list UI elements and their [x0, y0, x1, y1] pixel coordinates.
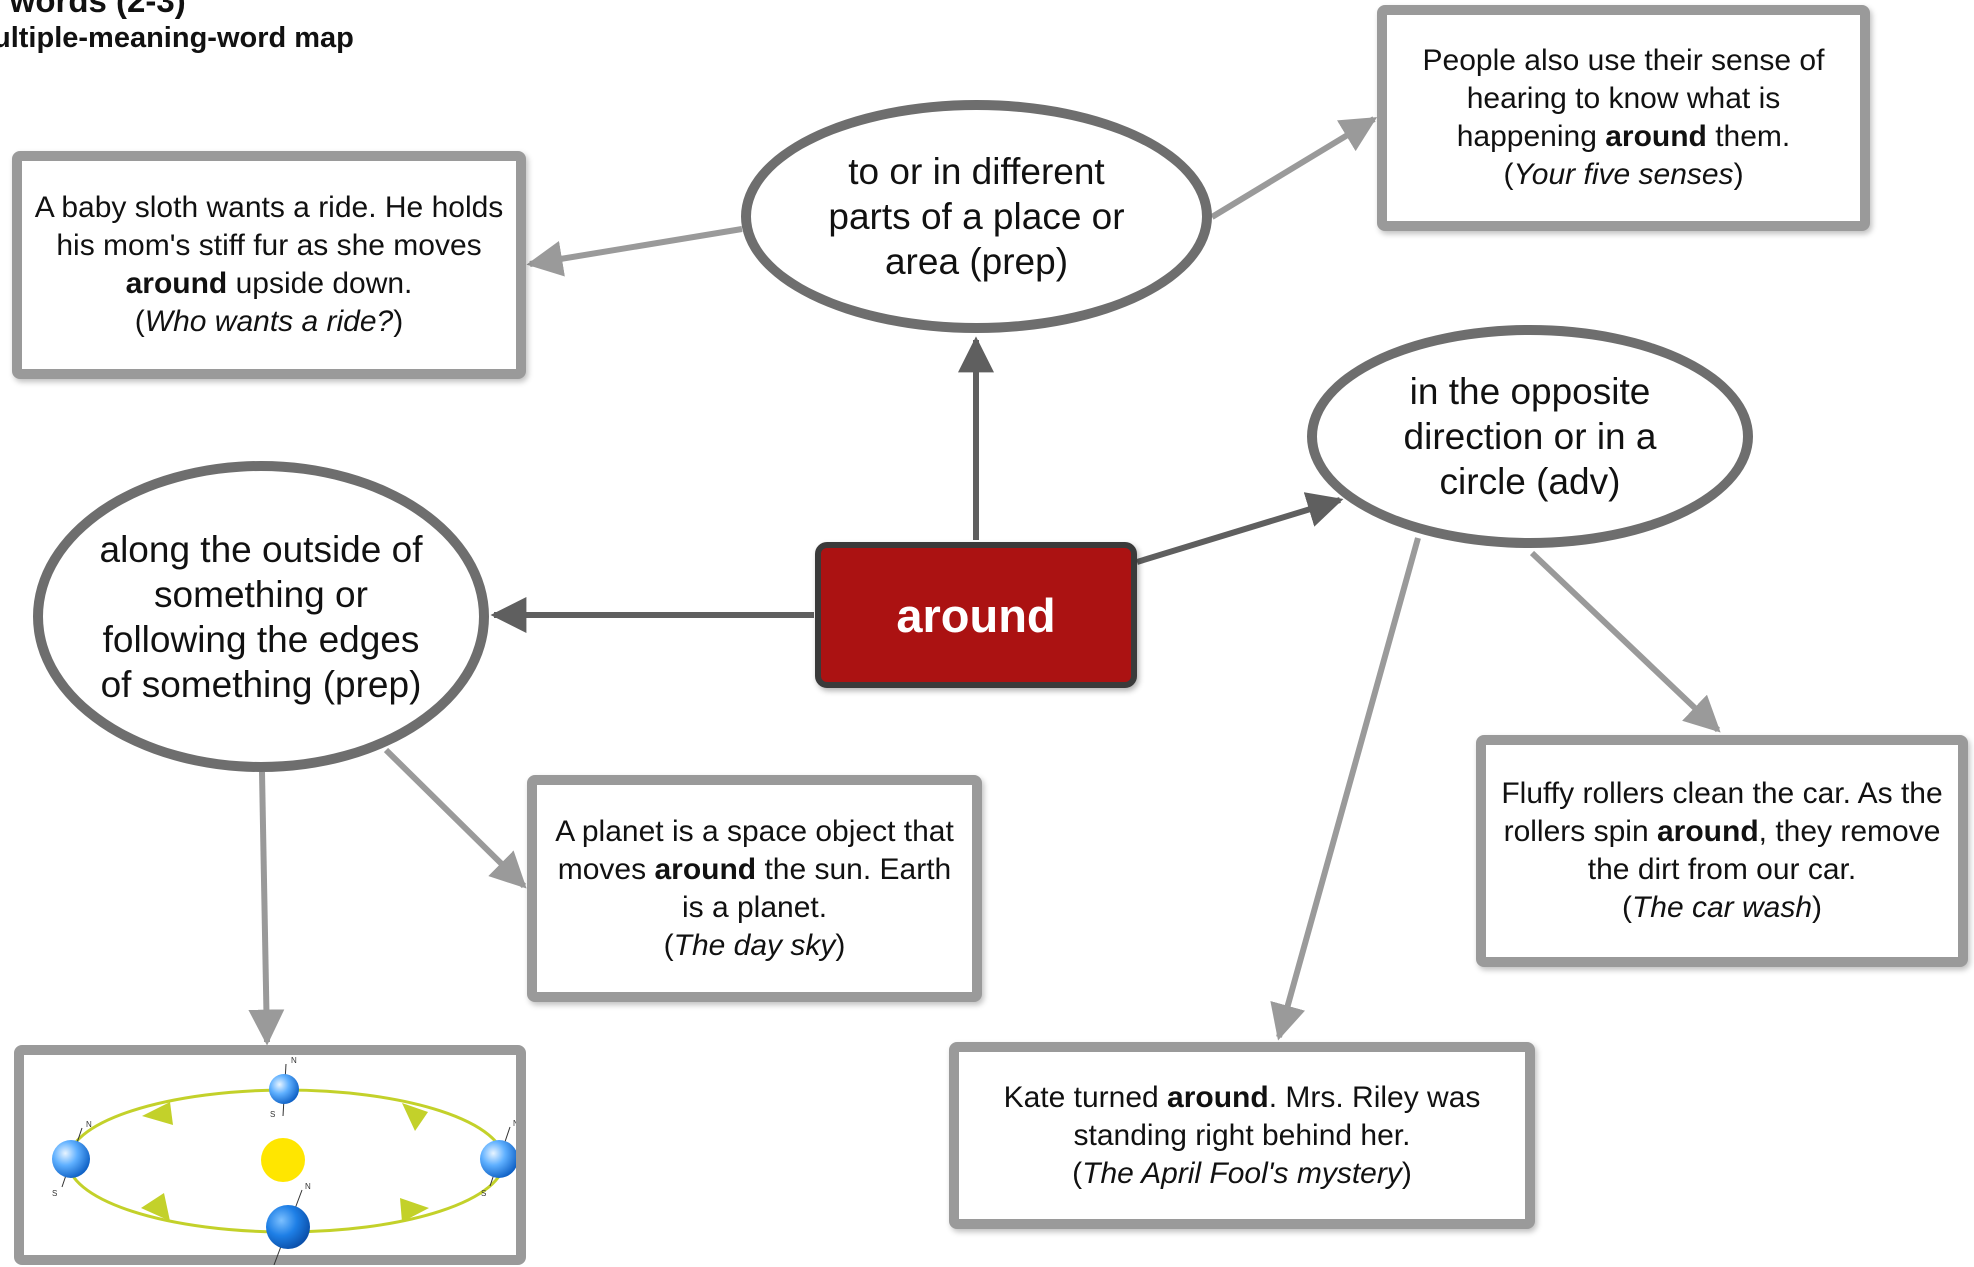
example-sentence: Fluffy rollers clean the car. As the rol…: [1501, 777, 1943, 848]
source-title: The day sky: [673, 928, 836, 962]
example-text: People also use their sense of hearing t…: [1422, 44, 1825, 191]
example-sentence-end: the sun. Earth is a planet.: [681, 852, 952, 924]
earth-right: N S: [480, 1119, 516, 1198]
example-box-senses: People also use their sense of hearing t…: [1377, 5, 1870, 231]
keyword: around: [1605, 120, 1707, 153]
earth-orbit-illustration: N S N S N S N: [52, 1056, 516, 1265]
arrow-meaning3-to-planet: [383, 747, 527, 889]
arrow-meaning3-to-orbit-image: [248, 771, 285, 1046]
page-subtitle: ultiple-meaning-word map: [0, 22, 354, 54]
source-title: The April Fool's mystery: [1082, 1156, 1402, 1190]
pole-label-south: S: [481, 1189, 486, 1198]
example-text: A baby sloth wants a ride. He holds his …: [34, 191, 504, 338]
earth-top: N S: [269, 1056, 299, 1119]
example-text: A planet is a space object that moves ar…: [555, 814, 954, 962]
arrow-meaning2-to-carwash: [1529, 550, 1721, 733]
orbit-direction-arrow: [142, 1102, 173, 1125]
example-sentence: Kate turned: [1003, 1080, 1168, 1114]
meaning-text: to or in different parts of a place or a…: [828, 151, 1125, 282]
example-sentence-end: them.: [1706, 120, 1791, 153]
example-box-planet: A planet is a space object that moves ar…: [527, 775, 982, 1002]
sun: [261, 1138, 305, 1182]
orbit-direction-arrow: [400, 1198, 429, 1222]
pole-label-north: N: [86, 1120, 92, 1129]
arrow-meaning1-to-senses: [1210, 116, 1378, 220]
pole-label-south: S: [270, 1110, 275, 1119]
page-title: ue words (2-3): [0, 0, 186, 19]
example-sentence-end: upside down.: [227, 267, 413, 300]
meaning-ellipse-direction: in the opposite direction or in a circle…: [1307, 325, 1753, 548]
example-text: Kate turned around. Mrs. Riley was stand…: [1003, 1080, 1481, 1190]
pole-label-north: N: [291, 1056, 297, 1065]
example-box-sloth: A baby sloth wants a ride. He holds his …: [12, 151, 526, 379]
orbit-image: N S N S N S N: [14, 1045, 526, 1265]
example-text: Fluffy rollers clean the car. As the rol…: [1501, 777, 1943, 924]
pole-label-north: N: [513, 1119, 516, 1128]
source-title: Who wants a ride?: [144, 305, 394, 338]
example-sentence: A baby sloth wants a ride. He holds his …: [34, 191, 504, 262]
meaning-text: in the opposite direction or in a circle…: [1403, 371, 1657, 502]
example-sentence: People also use their sense of hearing t…: [1422, 44, 1825, 153]
meaning-ellipse-outside: along the outside of something or follow…: [33, 461, 489, 772]
source-title: The car wash: [1631, 891, 1813, 924]
orbit-direction-arrow: [141, 1193, 170, 1221]
earth-left: N S: [52, 1120, 92, 1198]
keyword: around: [654, 852, 757, 886]
center-word-box: around: [815, 542, 1137, 688]
example-sentence-end: , they remove the dirt from our car.: [1587, 815, 1941, 886]
pole-label-south: S: [52, 1189, 57, 1198]
keyword: around: [1656, 815, 1759, 848]
meaning-ellipse-places: to or in different parts of a place or a…: [741, 100, 1212, 333]
meaning-text: along the outside of something or follow…: [99, 528, 423, 705]
arrow-meaning1-to-sloth: [526, 226, 743, 277]
keyword: around: [1167, 1080, 1269, 1114]
example-box-carwash: Fluffy rollers clean the car. As the rol…: [1476, 735, 1968, 967]
orbit-direction-arrow: [402, 1103, 428, 1131]
example-sentence: A planet is a space object that moves: [555, 814, 954, 886]
example-box-kate: Kate turned around. Mrs. Riley was stand…: [949, 1042, 1535, 1229]
center-word: around: [896, 588, 1056, 642]
earth-bottom: N: [266, 1182, 311, 1265]
keyword: around: [125, 267, 228, 300]
example-sentence-end: . Mrs. Riley was standing right behind h…: [1073, 1080, 1481, 1152]
source-title: Your five senses: [1513, 158, 1734, 191]
pole-label-north: N: [305, 1182, 311, 1191]
arrow-meaning2-to-kate: [1270, 537, 1421, 1041]
arrow-center-to-meaning2: [1136, 492, 1344, 565]
